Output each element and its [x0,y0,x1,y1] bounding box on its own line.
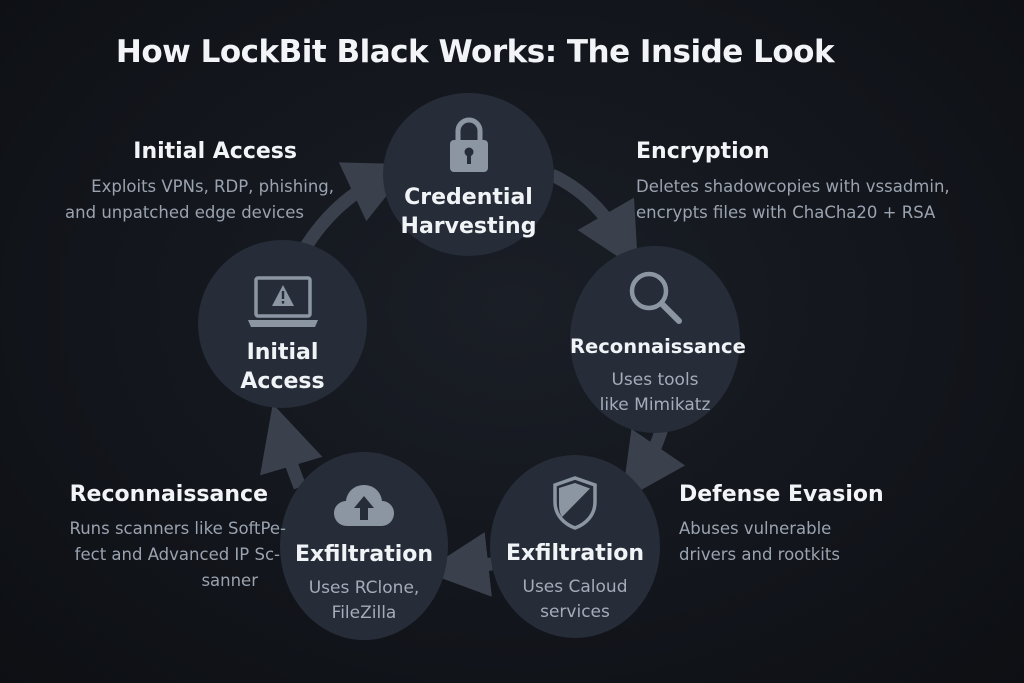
arrow-credential-to-recon [549,169,639,271]
annotation-defense-evasion-line2: drivers and rootkits [679,545,840,564]
node-exfil-left-sub-line1: Uses RClone, [308,578,420,598]
annotation-encryption-line2: encrypts files with ChaCha20 + RSA [636,203,936,222]
magnifier-icon [629,271,682,324]
arrow-exfil-right-to-exfil-left [423,532,493,597]
node-recon-sub-line1: Uses tools [611,370,699,390]
laptop-warning-icon [247,276,318,327]
cloud-upload-icon [334,485,394,526]
node-recon-sub-line2: like Mimikatz [599,395,711,415]
annotation-reconnaissance-line1: Runs scanners like SoftPe- [69,519,286,538]
node-exfil-right-sub-line1: Uses Caloud [522,577,628,597]
node-exfiltration-right: Exfiltration Uses Caloud services [490,455,660,638]
annotation-initial-access-line1: Exploits VPNs, RDP, phishing, [91,177,334,196]
node-exfil-right-label: Exfiltration [505,541,645,566]
shield-icon [553,476,597,530]
annotation-defense-evasion-line1: Abuses vulnerable [679,519,832,538]
node-reconnaissance: Reconnaissance Uses tools like Mimikatz [570,246,746,433]
node-credential-label-line2: Harvesting [400,214,537,239]
arrow-exfil-left-to-access [260,403,323,490]
padlock-icon [449,117,488,172]
annotation-reconnaissance-line3: sanner [201,571,258,590]
node-initial-access: Initial Access [198,240,367,408]
annotation-initial-access-title: Initial Access [133,139,297,164]
annotation-reconnaissance-title: Reconnaissance [69,482,268,507]
page-title: How LockBit Black Works: The Inside Look [115,34,835,70]
node-exfiltration-left: Exfiltration Uses RClone, FileZilla [280,452,448,640]
node-credential-label-line1: Credential [404,185,533,210]
arrow-recon-to-exfil-right [621,426,686,501]
annotation-encryption-line1: Deletes shadowcopies with vssadmin, [636,177,950,196]
annotation-initial-access-line2: and unpatched edge devices [65,203,304,222]
node-exfil-right-sub-line2: services [540,602,610,622]
node-exfil-left-sub-line2: FileZilla [331,603,397,623]
node-access-label-line2: Access [240,369,325,394]
annotation-encryption-title: Encryption [636,139,770,164]
annotation-defense-evasion-title: Defense Evasion [679,482,884,507]
node-access-label-line1: Initial [246,340,319,365]
node-exfil-left-label: Exfiltration [294,542,434,567]
node-recon-label: Reconnaissance [570,335,746,358]
node-credential-harvesting: Credential Harvesting [383,93,554,256]
annotation-reconnaissance-line2: fect and Advanced IP Sc- [74,545,280,564]
arrow-access-to-credential [299,162,412,252]
